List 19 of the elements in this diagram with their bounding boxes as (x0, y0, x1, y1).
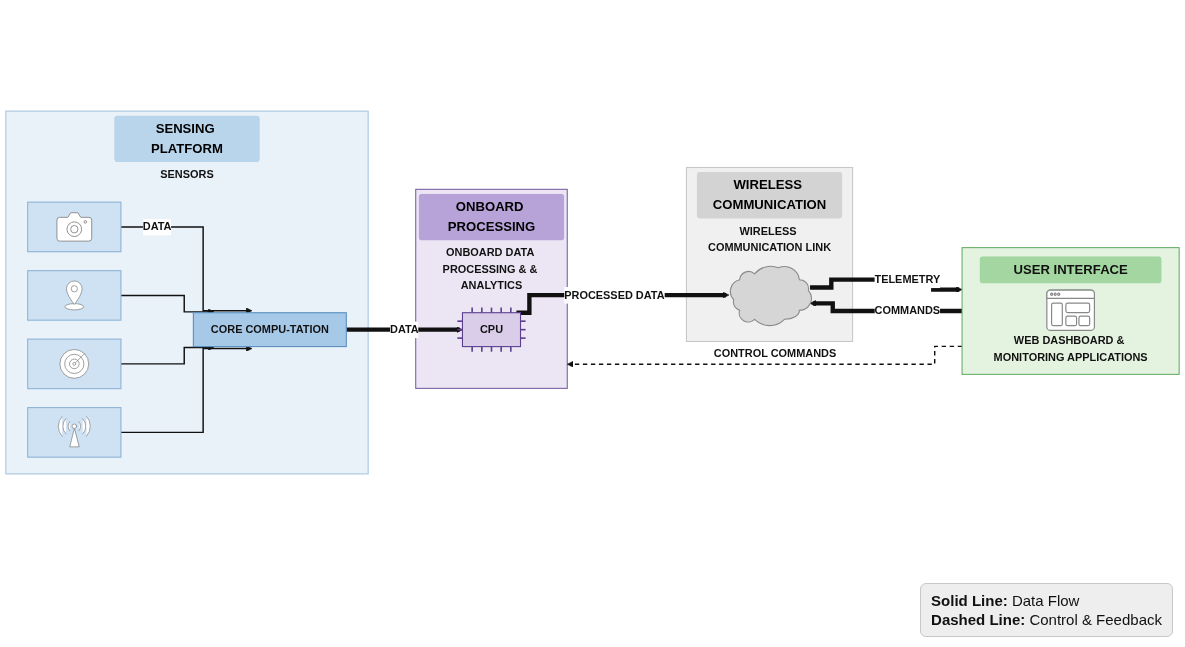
node-box (27, 407, 122, 458)
arrow (120, 344, 215, 365)
node-box: CORE COMPU-TATION (192, 312, 347, 348)
edge-label: DATA (390, 322, 419, 336)
legend-text: Dashed Line: Control & Feedback (931, 611, 1162, 628)
arrow (566, 345, 963, 368)
node-box (27, 270, 122, 321)
edge-label: COMMANDS (874, 304, 941, 317)
legend-text: Solid Line: Data Flow (931, 592, 1081, 609)
node-cloud (729, 265, 812, 327)
edge-label: DATA (142, 220, 172, 233)
arrow (120, 345, 253, 434)
node-box: USER INTERFACE WEB DASHBOARD & MONITORING APPLICATIONS (961, 247, 1180, 375)
cluster: WIRELESS COMMUNICATION WIRELESS COMMUNICATION LINK (685, 166, 854, 343)
node-box (27, 338, 122, 390)
node-box (27, 201, 122, 253)
edge-label: PROCESSED DATA (564, 288, 665, 301)
edge-label: CONTROL COMMANDS (713, 346, 837, 359)
edge-label: TELEMETRY (874, 272, 941, 286)
